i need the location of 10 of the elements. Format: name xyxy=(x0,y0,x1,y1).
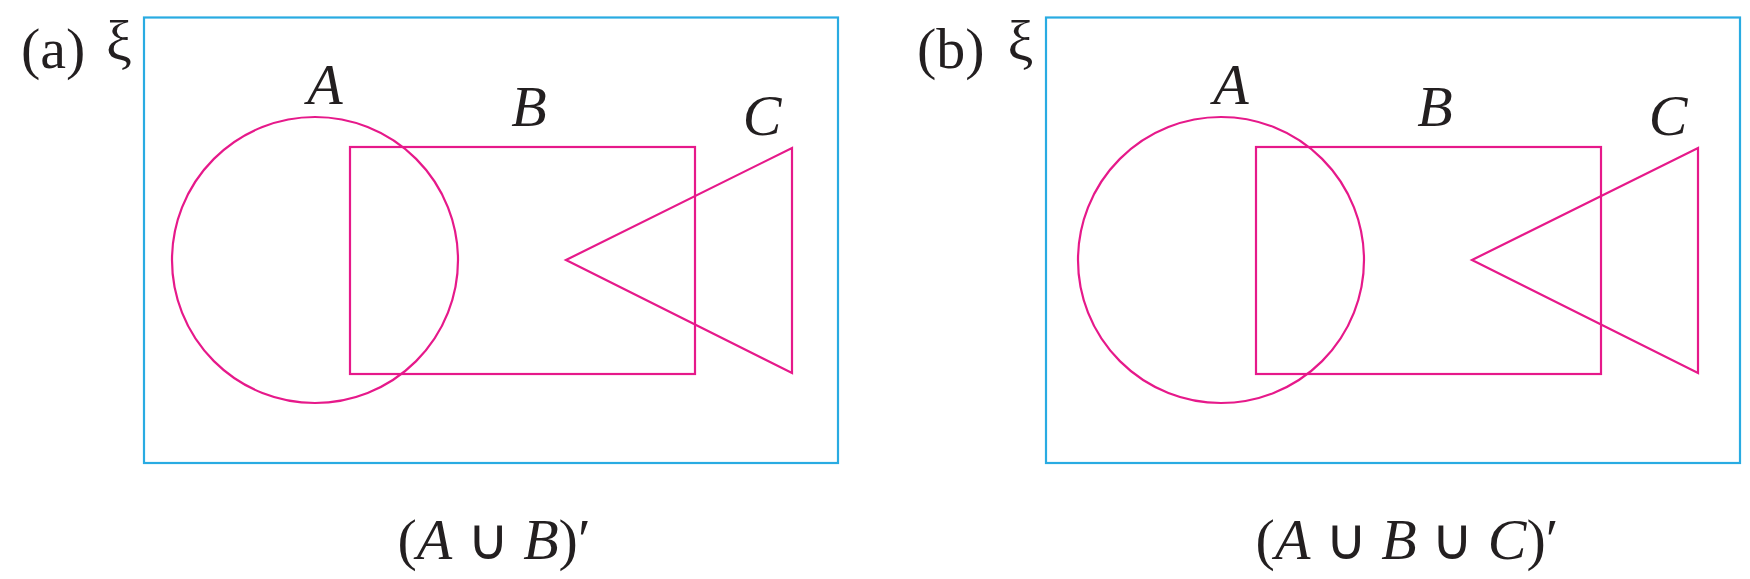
universal-set-symbol: ξ xyxy=(1007,12,1034,70)
set-expression: (A ∪ B)′ xyxy=(397,511,591,569)
set-label: B xyxy=(511,78,547,136)
set-label: C xyxy=(1648,87,1688,145)
set-expression: (A ∪ B ∪ C)′ xyxy=(1255,511,1559,569)
universal-set-symbol: ξ xyxy=(106,12,132,70)
set-label: C xyxy=(742,87,782,145)
panel-label: (a) xyxy=(21,19,86,78)
set-label: B xyxy=(1417,78,1453,136)
panel-label: (b) xyxy=(917,19,985,78)
